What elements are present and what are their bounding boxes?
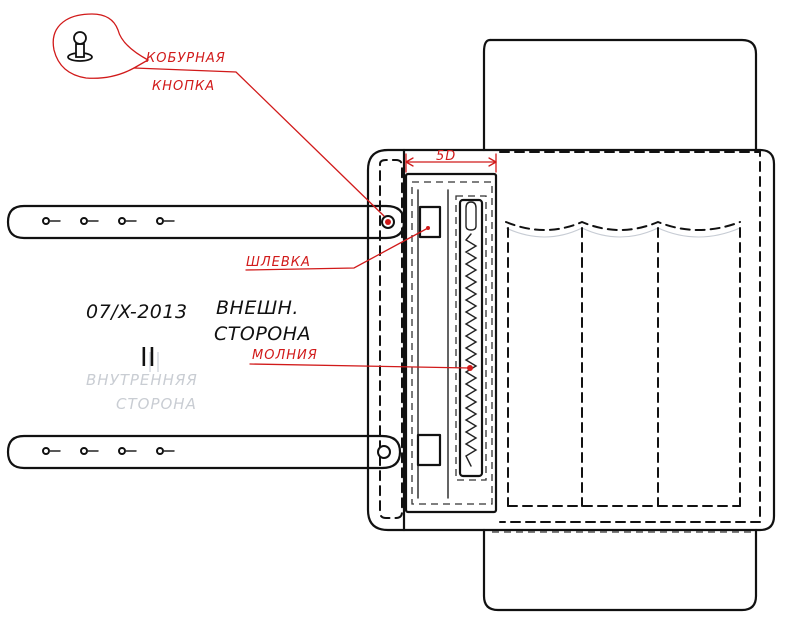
ghost-mark [149, 352, 159, 372]
label-loop: ШЛЕВКА [246, 255, 311, 270]
label-holster-button-line-1: КОБУРНАЯ [146, 51, 226, 66]
compartments [505, 220, 741, 507]
zipper-tape [458, 198, 484, 478]
compartment-edge-ghost [505, 227, 741, 238]
zipper-leader-dot [467, 365, 473, 371]
pocket-stitch [411, 181, 493, 505]
note-mark: II [140, 343, 156, 373]
rear-panel-top [488, 38, 758, 152]
strap-lower [6, 434, 402, 470]
dimension-arrows [405, 157, 497, 167]
strap-lower-outline [6, 434, 402, 470]
strap-lower-hole-4 [156, 447, 164, 455]
pocket-outline [404, 172, 498, 514]
dimension-5d: 5D [405, 149, 497, 173]
dimension-label: 5D [436, 149, 456, 164]
callout-leader [133, 67, 385, 217]
callout-bubble [52, 13, 150, 79]
strap-upper-outline [6, 204, 406, 240]
strap-upper-rivet-mark [385, 219, 391, 225]
strap-upper-hole-4 [156, 217, 164, 225]
rear-panel-top-left [482, 38, 492, 152]
body-stitch [499, 151, 761, 523]
strap-upper-hole-2 [80, 217, 88, 225]
strap-lower-hole-3 [118, 447, 126, 455]
zipper-pocket [404, 172, 498, 514]
rear-panel [482, 38, 758, 612]
zipper-leader [249, 363, 471, 369]
body-panel [366, 148, 776, 533]
label-holster-button-line-2: КНОПКА [152, 79, 215, 94]
strap-upper-hole-1 [42, 217, 50, 225]
note-date: 07/X-2013 [86, 301, 188, 323]
flap-stitch [379, 159, 403, 519]
zipper-teeth [464, 233, 478, 467]
strap-upper [6, 204, 406, 240]
strap-lower-hole-1 [42, 447, 50, 455]
loop-leader-dot [426, 226, 430, 230]
push-button-stud-icon [67, 31, 93, 62]
strap-upper-hole-3 [118, 217, 126, 225]
body-outline [366, 148, 776, 532]
note-side-line-1: ВНЕШН. [216, 297, 299, 319]
strap-lower-rivet [377, 445, 391, 459]
note-side-line-2: СТОРОНА [214, 323, 311, 345]
callout-holster-button: КОБУРНАЯ КНОПКА [52, 13, 385, 217]
ghost-text-line-2: СТОРОНА [116, 395, 197, 413]
strap-lower-hole-2 [80, 447, 88, 455]
callout-loop: ШЛЕВКА [245, 226, 430, 271]
loop-top [418, 205, 442, 239]
notes: 07/X-2013 ВНЕШН. СТОРОНА II [86, 297, 311, 373]
ghost-text-line-1: ВНУТРЕННЯЯ [86, 371, 198, 389]
label-zipper: МОЛНИЯ [252, 348, 318, 363]
rear-panel-bottom [482, 528, 758, 612]
callout-zipper: МОЛНИЯ [249, 348, 473, 371]
ghost-text: ВНУТРЕННЯЯ СТОРОНА [86, 352, 198, 413]
zipper-stitch [455, 195, 487, 481]
loop-bottom [416, 433, 442, 467]
loop-leader [245, 227, 429, 271]
zipper-slider-icon [465, 201, 477, 231]
compartment-edge [505, 220, 741, 231]
